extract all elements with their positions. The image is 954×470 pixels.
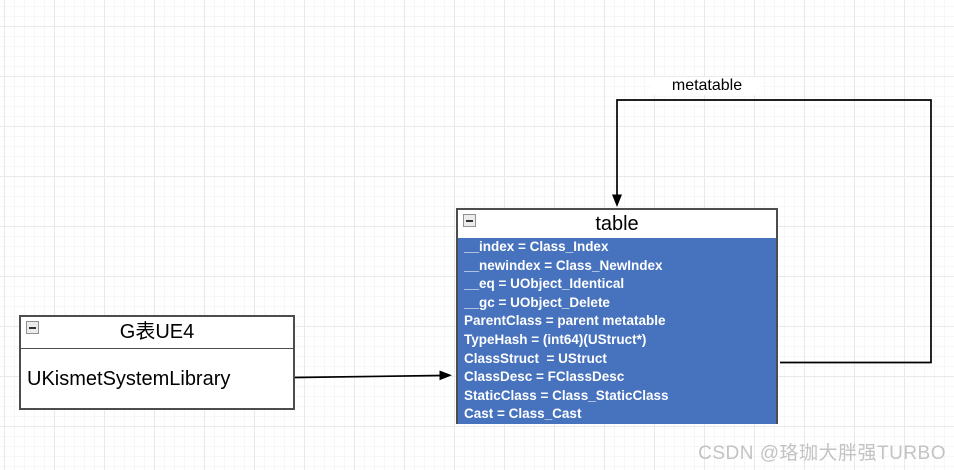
table-row: ClassDesc = FClassDesc xyxy=(464,369,625,385)
minus-glyph xyxy=(29,327,36,329)
collapse-minus-icon[interactable] xyxy=(26,321,39,334)
table-row: ClassStruct = UStruct xyxy=(464,350,607,366)
table-node[interactable]: table __index = Class_Index __newindex = … xyxy=(456,208,778,424)
table-row: StaticClass = Class_StaticClass xyxy=(464,387,669,403)
table-row: ParentClass = parent metatable xyxy=(464,313,666,329)
table-row: __eq = UObject_Identical xyxy=(464,276,625,292)
gtable-node-body: UKismetSystemLibrary xyxy=(21,349,293,409)
minus-glyph xyxy=(466,220,473,222)
gtable-node-body-text: UKismetSystemLibrary xyxy=(27,367,231,390)
gtable-node-header: G表UE4 xyxy=(21,317,293,349)
table-node-rows: __index = Class_Index __newindex = Class_… xyxy=(458,238,776,424)
gtable-node-title: G表UE4 xyxy=(119,321,195,343)
table-row: Cast = Class_Cast xyxy=(464,406,582,422)
table-node-title: table xyxy=(595,213,639,235)
table-node-header: table xyxy=(458,210,776,238)
watermark: CSDN @珞珈大胖强TURBO xyxy=(698,443,946,464)
table-row: __index = Class_Index xyxy=(464,239,609,254)
table-row: __newindex = Class_NewIndex xyxy=(464,257,663,273)
table-row: TypeHash = (int64)(UStruct*) xyxy=(464,331,647,347)
connector-gtable-to-table[interactable] xyxy=(294,370,452,381)
table-row: __gc = UObject_Delete xyxy=(464,294,610,310)
metatable-edge-label: metatable xyxy=(652,77,762,95)
gtable-ue4-node[interactable]: G表UE4 UKismetSystemLibrary xyxy=(19,315,295,410)
collapse-minus-icon[interactable] xyxy=(463,214,476,227)
